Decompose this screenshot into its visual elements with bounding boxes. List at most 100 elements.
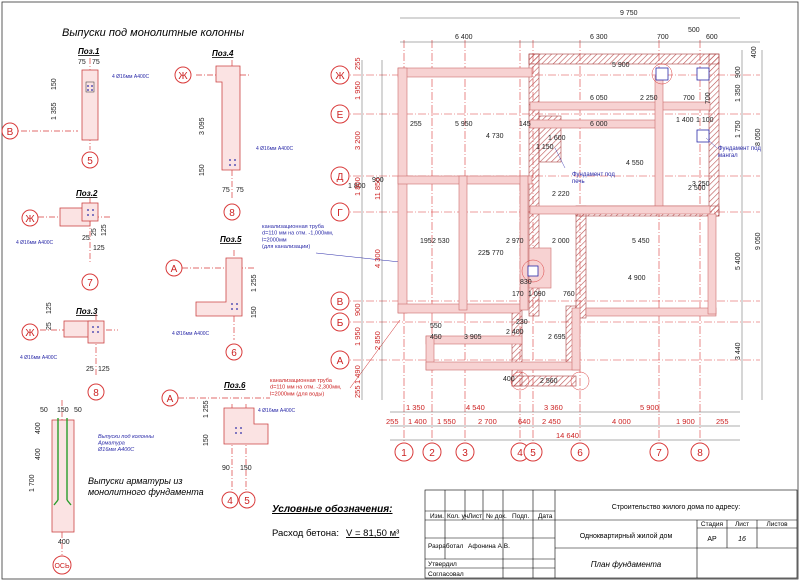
inner-label-6: 1 100 — [696, 117, 714, 124]
inner-label-10: 2 500 — [688, 185, 706, 192]
tb-col-izm: Изм. — [430, 513, 444, 520]
poz3-axis-bottom: 8 — [93, 388, 99, 399]
title-block — [424, 489, 798, 579]
fnd-dim-400b: 400 — [35, 448, 42, 460]
right-dim-5: 5 400 — [735, 252, 742, 270]
poz2-axis-bottom: 7 — [87, 278, 93, 289]
axis-a: А — [337, 356, 344, 367]
axis-6: 6 — [577, 448, 583, 459]
bottom-dim-2: 3 360 — [544, 403, 563, 412]
concrete-label: Расход бетона: — [272, 528, 339, 539]
inner-label-28: 225 — [478, 250, 490, 257]
axis-g: Г — [337, 208, 343, 219]
inner-label-19: 2 695 — [548, 334, 566, 341]
fnd-dim-top3: 50 — [74, 407, 82, 414]
left-dim-10: 255 — [353, 385, 362, 398]
tb-col-kol: Кол. уч. — [447, 513, 470, 520]
inner-label-9: 2 220 — [552, 191, 570, 198]
right-dim-6: 3 440 — [735, 342, 742, 360]
poz5-dim-b: 150 — [251, 306, 258, 318]
poz1-label: Поз.1 — [78, 47, 100, 56]
poz6-dim-a: 1 255 — [203, 400, 210, 418]
axis-d: Д — [337, 172, 344, 183]
poz4-label: Поз.4 — [212, 49, 234, 58]
fnd-dim-top1: 50 — [40, 407, 48, 414]
poz3-dim-a: 25 — [46, 322, 53, 330]
inner-label-20: 2 560 — [540, 378, 558, 385]
left-dim-8: 2 850 — [373, 331, 382, 350]
inner-label-26: 195 — [420, 238, 432, 245]
axis-7: 7 — [656, 448, 662, 459]
tb-sheets-header: Листов — [766, 521, 788, 528]
inner-label-5: 1 400 — [676, 117, 694, 124]
detail-poz4: Поз.4 3 095 150 75 75 4 Ø16мм А400С Ж 8 — [174, 49, 294, 221]
detail-poz5: Поз.5 1 255 150 4 Ø16мм А400С А 6 — [165, 235, 258, 361]
inner-label-37: 760 — [563, 291, 575, 298]
axis-3: 3 — [462, 448, 468, 459]
right-dim-2: 1 750 — [735, 120, 742, 138]
poz6-dim-d: 150 — [240, 465, 252, 472]
inner-label-14: 2 970 — [506, 238, 524, 245]
poz6-rebar-note: 4 Ø16мм А400С — [258, 408, 296, 414]
inner-label-18: 3 905 — [464, 334, 482, 341]
poz3-label: Поз.3 — [76, 307, 98, 316]
inner-label-33: 1 800 — [348, 183, 366, 190]
tb-role-approved: Утвердил — [428, 561, 457, 568]
inner-label-31: 170 — [512, 291, 524, 298]
axis-4: 4 — [517, 448, 523, 459]
poz3-rebar-note: 4 Ø16мм А400С — [20, 355, 58, 361]
inner-label-17: 4 900 — [628, 275, 646, 282]
title-block-text: Изм. Кол. уч. Лист № док. Подп. Дата Раз… — [428, 504, 788, 578]
inner-label-34: 2 400 — [506, 329, 524, 336]
bottom-dim-9: 2 450 — [542, 417, 561, 426]
axis-numbers: 1 2 3 4 5 6 7 8 — [394, 442, 710, 462]
left-dim-3: 11 850 — [373, 178, 382, 200]
detail-poz3: Поз.3 25 125 25 125 4 Ø16мм А400С Ж 8 — [20, 302, 118, 401]
axis-b: Б — [337, 318, 344, 329]
poz2-dim-c: 25 — [82, 235, 90, 242]
inner-label-16: 5 450 — [632, 238, 650, 245]
inner-label-1: 6 050 — [590, 95, 608, 102]
left-dim-7: 1 950 — [353, 327, 362, 346]
inner-label-12: 2 530 — [432, 238, 450, 245]
poz5-label: Поз.5 — [220, 235, 242, 244]
axis-8: 8 — [697, 448, 703, 459]
inner-label-8: 4 550 — [626, 160, 644, 167]
fnd-dim-1700: 1 700 — [29, 474, 36, 492]
left-dim-9: 1 490 — [353, 365, 362, 384]
bottom-dim-12: 255 — [716, 417, 729, 426]
poz2-dim-b: 125 — [101, 224, 108, 236]
tb-sheet: 16 — [738, 536, 746, 543]
poz2-rebar-note: 4 Ø16мм А400С — [16, 240, 54, 246]
axis-2: 2 — [429, 448, 435, 459]
tb-col-doc: № док. — [486, 513, 507, 520]
detail-poz2: Поз.2 25 125 25 125 4 Ø16мм А400С Ж 7 — [16, 189, 110, 291]
tb-sheet-title: План фундамента — [591, 560, 662, 569]
poz6-axis-side: А — [167, 394, 174, 405]
dim-top-e: 600 — [706, 34, 718, 41]
poz4-dim-a: 3 095 — [199, 117, 206, 135]
poz2-axis-side: Ж — [25, 214, 35, 225]
details-title: Выпуски под монолитные колонны — [62, 27, 244, 39]
tb-stage: АР — [707, 536, 717, 543]
inner-label-23: 700 — [683, 95, 695, 102]
inner-label-2: 5 950 — [455, 121, 473, 128]
tb-col-list: Лист — [468, 513, 482, 520]
poz4-dim-b: 150 — [199, 164, 206, 176]
poz2-label: Поз.2 — [76, 189, 98, 198]
fnd-dim-top2: 150 — [57, 407, 69, 414]
poz6-label: Поз.6 — [224, 381, 246, 390]
bottom-dim-1: 4 540 — [466, 403, 485, 412]
tb-project: Строительство жилого дома по адресу: — [612, 504, 741, 511]
poz3-axis-side: Ж — [25, 328, 35, 339]
tb-stage-header: Стадия — [701, 521, 724, 528]
inner-label-32: 830 — [520, 279, 532, 286]
poz3-dim-d: 125 — [98, 366, 110, 373]
inner-label-29: 450 — [430, 334, 442, 341]
bottom-dim-7: 2 700 — [478, 417, 497, 426]
